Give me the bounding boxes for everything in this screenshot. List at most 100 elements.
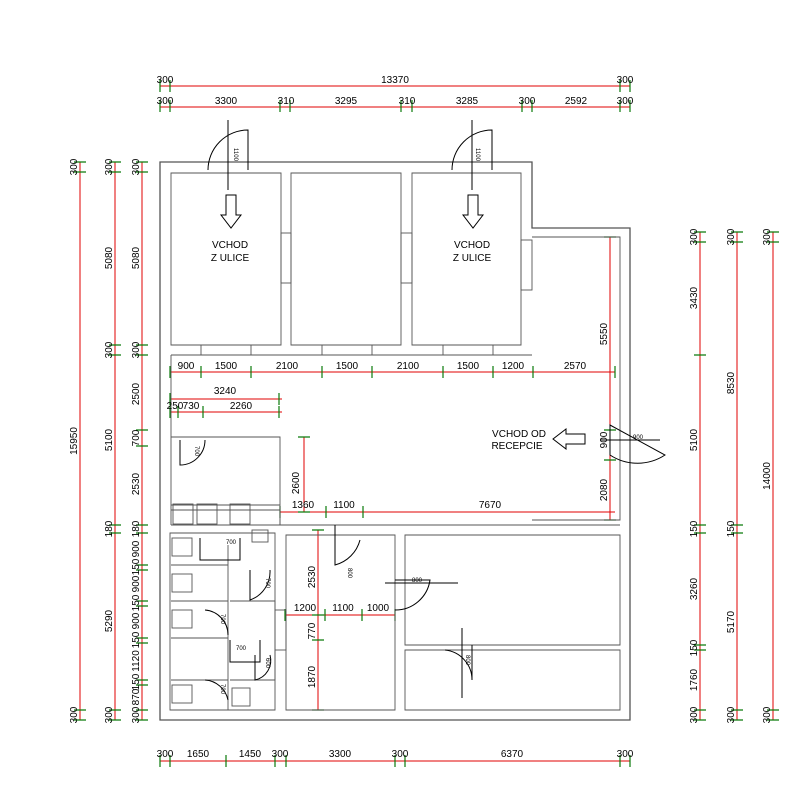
door-label-wc-top: 700 [226,540,237,546]
door-size-labels: 1100 1100 900 700 700 700 700 700 600 70… [193,148,644,695]
dim-left-c-15: 870 [131,688,142,705]
dim-left-b-5100: 5100 [104,428,115,451]
door-label-wc-a: 700 [264,578,270,589]
dim-front-4: 2100 [397,361,420,372]
fixtures [171,503,269,707]
entry-arrows [219,194,586,451]
dim-bottom-6: 6370 [501,749,524,760]
dim-top-overall: 13370 [381,75,409,86]
dim-2080: 2080 [599,478,610,501]
dim-right-b-1: 8530 [726,371,737,394]
doors [179,120,666,701]
dim-1870: 1870 [307,665,318,688]
dim-left-b-180: 180 [104,520,115,537]
door-label-wc-c: 600 [264,658,270,669]
dim-1100b: 1100 [332,603,354,614]
dim-right-a-4: 3260 [689,577,700,600]
dim-left-c-7: 900 [131,540,142,557]
dim-left-a-4: 300 [69,706,80,723]
reception-entry-line2: RECEPCIE [491,441,542,452]
dim-bottom-0: 300 [157,749,174,760]
dim-top-sub-5: 3285 [456,96,479,107]
dim-left-c-13: 1120 [131,650,142,672]
street-entry-1-line2: Z ULICE [211,253,250,264]
dim-front-6: 1200 [502,361,525,372]
dim-top-300-a: 300 [157,75,174,86]
dim-bottom-7: 300 [617,749,634,760]
dim-top-sub-2: 310 [278,96,295,107]
dim-left-b-5080: 5080 [104,246,115,269]
dim-left-b-300a: 300 [104,158,115,175]
dim-left-c-9: 900 [131,575,142,592]
dim-left-a-0: 300 [69,158,80,175]
dim-bottom-3: 300 [272,749,289,760]
dim-right-a-5: 150 [689,639,700,656]
dim-left-c-11: 900 [131,612,142,629]
dim-right-b-4: 300 [726,706,737,723]
dim-left-c-8: 150 [131,558,142,575]
dim-bottom-1: 1650 [187,749,210,760]
dim-top-300-b: 300 [617,75,634,86]
dim-front-7: 2570 [564,361,587,372]
dim-left-b-300c: 300 [104,706,115,723]
dim-left-c-4: 700 [131,429,142,446]
dim-770: 770 [307,622,318,639]
dim-900: 900 [599,431,610,448]
dim-bottom-5: 300 [392,749,409,760]
dim-top-sub-1: 3300 [215,96,238,107]
dim-3240: 3240 [214,386,237,397]
door-label-entry-1: 1100 [232,148,238,162]
door-label-wc-mid: 700 [236,646,247,652]
dim-left-c-16: 300 [131,706,142,723]
door-label-lower-room: 800 [464,655,470,666]
dim-top-sub-8: 300 [617,96,634,107]
dim-left-c-6: 180 [131,520,142,537]
dim-top-sub-7: 2592 [565,96,588,107]
dim-1200b: 1200 [294,603,317,614]
dim-left-b-5290: 5290 [104,609,115,632]
dimension-lines [79,85,774,762]
dim-left-c-5: 2530 [131,472,142,495]
dim-bottom-4: 3300 [329,749,352,760]
room-labels: VCHOD Z ULICE VCHOD Z ULICE VCHOD OD REC… [211,240,546,452]
dim-front-0: 900 [178,361,195,372]
dim-right-a-1: 3430 [689,286,700,309]
dim-right-a-6: 1760 [689,668,700,691]
dim-front-1: 1500 [215,361,238,372]
door-label-big-room: 800 [412,578,423,584]
dim-right-a-7: 300 [689,706,700,723]
dim-left-c-0: 300 [131,158,142,175]
door-label-reception: 900 [633,435,644,441]
dim-right-b-0: 300 [726,228,737,245]
dimension-ticks [74,80,779,767]
dim-right-a-0: 300 [689,228,700,245]
door-label-entry-2: 1100 [474,148,480,162]
dim-left-c-1: 5080 [131,246,142,269]
dim-top-sub-0: 300 [157,96,174,107]
door-label-hall: 800 [346,568,352,579]
street-entry-1-line1: VCHOD [212,240,248,251]
dim-left-c-12: 150 [131,631,142,648]
dim-right-c-2: 300 [762,706,773,723]
reception-entry-line1: VCHOD OD [492,429,546,440]
dim-250: 250 [167,401,184,412]
door-label-wc-d: 700 [219,684,225,695]
street-entry-2-line2: Z ULICE [453,253,492,264]
dim-left-c-2: 300 [131,341,142,358]
dim-top-sub-6: 300 [519,96,536,107]
dim-1100: 1100 [333,500,355,511]
street-entry-2-line1: VCHOD [454,240,490,251]
dim-top-sub-3: 3295 [335,96,358,107]
dim-2260: 2260 [230,401,253,412]
door-label-office: 700 [193,446,199,457]
dim-bottom-2: 1450 [239,749,262,760]
dim-730: 730 [183,401,200,412]
dim-right-b-2: 150 [726,520,737,537]
dim-top-sub-4: 310 [399,96,416,107]
dim-left-c-10: 150 [131,594,142,611]
dim-right-a-3: 150 [689,520,700,537]
dim-left-overall: 15950 [69,427,80,455]
dim-left-c-14: 150 [131,673,142,690]
dim-2600: 2600 [291,471,302,494]
